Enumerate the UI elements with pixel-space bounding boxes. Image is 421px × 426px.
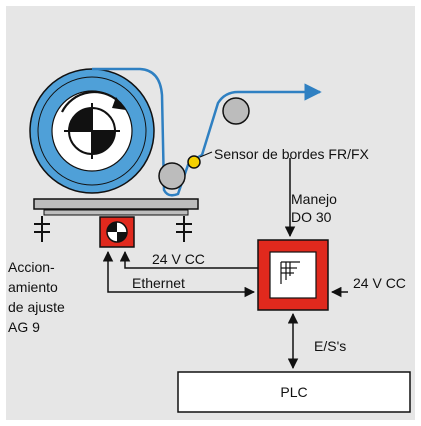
edge-sensor-icon [187, 155, 201, 169]
voltage-right-label: 24 V CC [353, 275, 406, 291]
ethernet-line [102, 250, 256, 298]
plc-box [177, 371, 411, 413]
actuator-label-line1: Accion- [8, 259, 55, 275]
manejo-label-line1: Manejo [291, 191, 337, 207]
controller-do30 [257, 239, 329, 311]
support-foot-right-icon [176, 216, 192, 242]
support-foot-left-icon [34, 216, 50, 242]
actuator-label-line3: de ajuste [8, 299, 65, 315]
guide-roller-upper [222, 97, 250, 125]
ethernet-label: Ethernet [132, 275, 185, 291]
controller-display-icon [280, 261, 300, 284]
machine-base [33, 198, 199, 216]
manejo-label-line2: DO 30 [291, 209, 332, 225]
rotation-arrow-icon [61, 91, 122, 113]
plc-label: PLC [280, 384, 307, 400]
reel-drive-symbol-icon [64, 103, 120, 159]
voltage-left-label: 24 V CC [152, 251, 205, 267]
actuator-label-line2: amiento [8, 279, 58, 295]
actuator-label-line4: AG 9 [8, 319, 40, 335]
reel [29, 68, 155, 194]
sensor-label: Sensor de bordes FR/FX [214, 146, 370, 162]
actuator-ag9 [99, 216, 135, 248]
io-label: E/S's [314, 338, 346, 354]
guide-roller-lower [158, 162, 186, 190]
sensor-leader-line [199, 151, 213, 158]
